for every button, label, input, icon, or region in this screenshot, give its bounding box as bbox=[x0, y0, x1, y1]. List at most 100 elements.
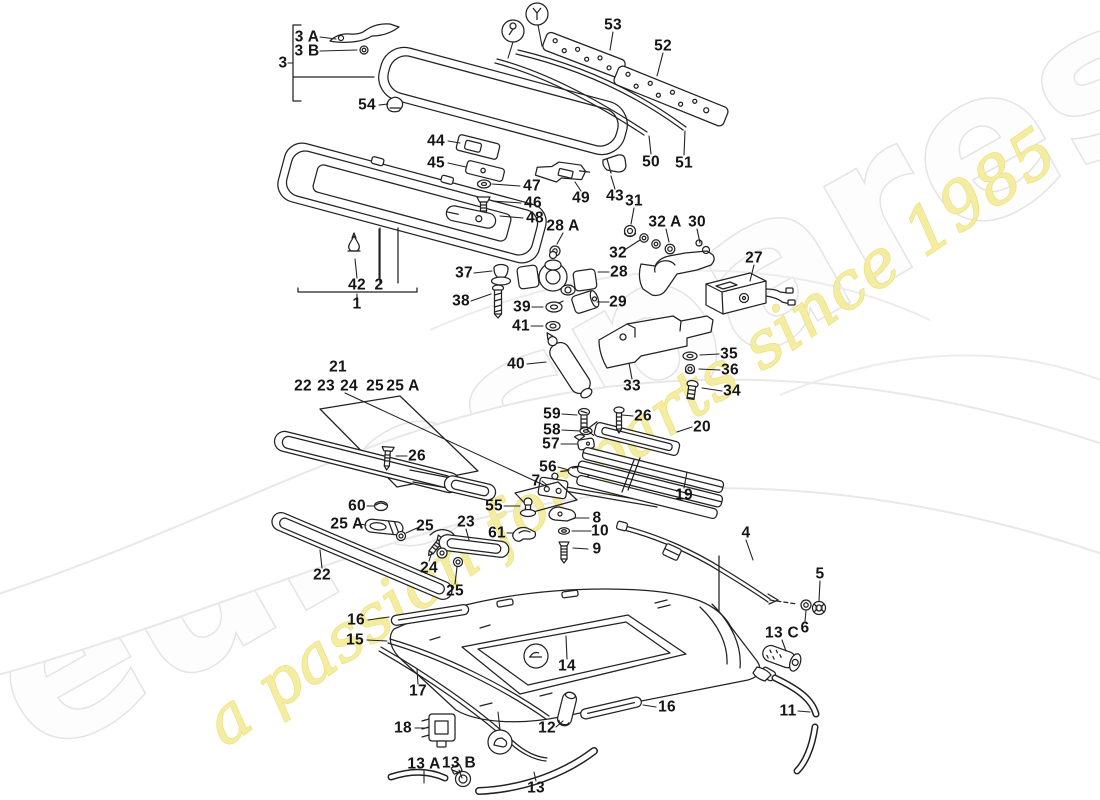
leader-line bbox=[319, 49, 358, 52]
leader-line bbox=[610, 175, 616, 190]
bar-clip-icon bbox=[523, 643, 549, 669]
nut-25-second bbox=[452, 556, 464, 568]
relay-27 bbox=[705, 272, 796, 315]
leader-line bbox=[656, 52, 664, 77]
leader-line bbox=[642, 704, 657, 708]
leader-line bbox=[621, 414, 634, 417]
leader-line bbox=[499, 215, 524, 219]
leader-line bbox=[557, 466, 570, 471]
leader-line bbox=[458, 769, 463, 779]
roof-frame-14 bbox=[389, 588, 772, 723]
rail-23 bbox=[438, 534, 510, 558]
leader-line bbox=[745, 539, 754, 561]
washer-6 bbox=[800, 599, 812, 611]
leader-line bbox=[665, 228, 670, 243]
washer-41 bbox=[545, 320, 561, 332]
leader-line bbox=[701, 387, 723, 392]
plate-44 bbox=[455, 134, 501, 160]
nut-36 bbox=[684, 363, 696, 375]
bolt-34 bbox=[686, 379, 699, 401]
guide-25a bbox=[364, 518, 404, 536]
screw-38 bbox=[491, 284, 505, 319]
seal-16-right bbox=[580, 696, 642, 720]
leader-line bbox=[405, 527, 418, 534]
washer-32a bbox=[664, 243, 676, 255]
leader-line bbox=[696, 228, 701, 244]
leader-line bbox=[541, 480, 548, 486]
leader-line bbox=[367, 616, 390, 621]
nut-31 bbox=[623, 224, 637, 238]
headliner-panel-1 bbox=[277, 142, 547, 264]
leader-line bbox=[749, 264, 755, 282]
bracket-33 bbox=[598, 315, 714, 369]
motor-28 bbox=[516, 250, 598, 296]
bracket-49 bbox=[534, 161, 591, 183]
rail-end-piece bbox=[443, 475, 497, 501]
leader-line bbox=[630, 207, 635, 225]
crank-arm-40 bbox=[546, 332, 593, 399]
seal-strip-50 bbox=[494, 58, 648, 136]
leader-line bbox=[378, 103, 389, 106]
leader-line bbox=[465, 528, 470, 541]
washer-47 bbox=[476, 179, 492, 189]
rail-53 bbox=[542, 31, 626, 79]
balloon-stem bbox=[497, 711, 501, 731]
roller-end-23 bbox=[436, 547, 448, 559]
nut-3b bbox=[359, 45, 369, 55]
c-ring-39 bbox=[545, 300, 564, 313]
rail-22 bbox=[271, 511, 453, 601]
washer-58 bbox=[579, 426, 593, 436]
hose-13 bbox=[475, 747, 598, 795]
leader-line bbox=[358, 523, 367, 526]
balloon-stem bbox=[537, 24, 543, 47]
elbow-12 bbox=[556, 691, 578, 727]
leader-line bbox=[609, 31, 614, 51]
leader-line bbox=[628, 362, 633, 380]
connector-13c bbox=[762, 644, 802, 672]
nut-25-first bbox=[395, 530, 407, 542]
seal-15 bbox=[387, 638, 550, 720]
leader-line bbox=[416, 668, 419, 685]
balloon-stem bbox=[507, 41, 514, 59]
leader-line bbox=[454, 566, 458, 585]
grommet-37 bbox=[490, 263, 512, 286]
bracket-30 bbox=[638, 239, 715, 297]
nut-5 bbox=[811, 600, 827, 616]
leader-line bbox=[572, 547, 589, 550]
clip-61 bbox=[512, 526, 537, 542]
leader-line bbox=[565, 635, 568, 660]
plug-55 bbox=[519, 497, 537, 518]
leader-line bbox=[676, 426, 693, 433]
leader-line bbox=[698, 368, 721, 371]
leader-line bbox=[533, 771, 537, 782]
washer-35 bbox=[682, 351, 698, 361]
leader-line bbox=[470, 293, 492, 302]
trim-strip-3a bbox=[329, 23, 400, 43]
leader-line bbox=[491, 200, 522, 204]
clip-42 bbox=[347, 232, 361, 252]
screw-9 bbox=[558, 541, 570, 564]
sunroof-lid-2 bbox=[378, 46, 628, 156]
bolt-46 bbox=[476, 196, 491, 214]
reference-balloons bbox=[487, 2, 549, 755]
leader-line bbox=[804, 610, 807, 622]
pin-clip-icon bbox=[501, 19, 525, 43]
leader-line bbox=[683, 471, 688, 489]
leader-line bbox=[699, 353, 720, 356]
parts-line-art bbox=[271, 23, 827, 795]
washer-10 bbox=[557, 527, 571, 535]
drain-hose-11 bbox=[759, 666, 820, 775]
leader-line bbox=[648, 135, 652, 155]
leader-line bbox=[561, 429, 581, 432]
leader-line bbox=[818, 580, 821, 602]
leader-line bbox=[319, 36, 337, 40]
screw-26-right bbox=[613, 406, 625, 434]
screw-26-left bbox=[381, 445, 395, 471]
seal-strip-51 bbox=[515, 49, 687, 131]
clip-57 bbox=[573, 434, 595, 451]
hook-clip-icon bbox=[487, 729, 513, 755]
leader-lines-panel-1 bbox=[297, 227, 418, 293]
rails-19 bbox=[576, 446, 725, 520]
